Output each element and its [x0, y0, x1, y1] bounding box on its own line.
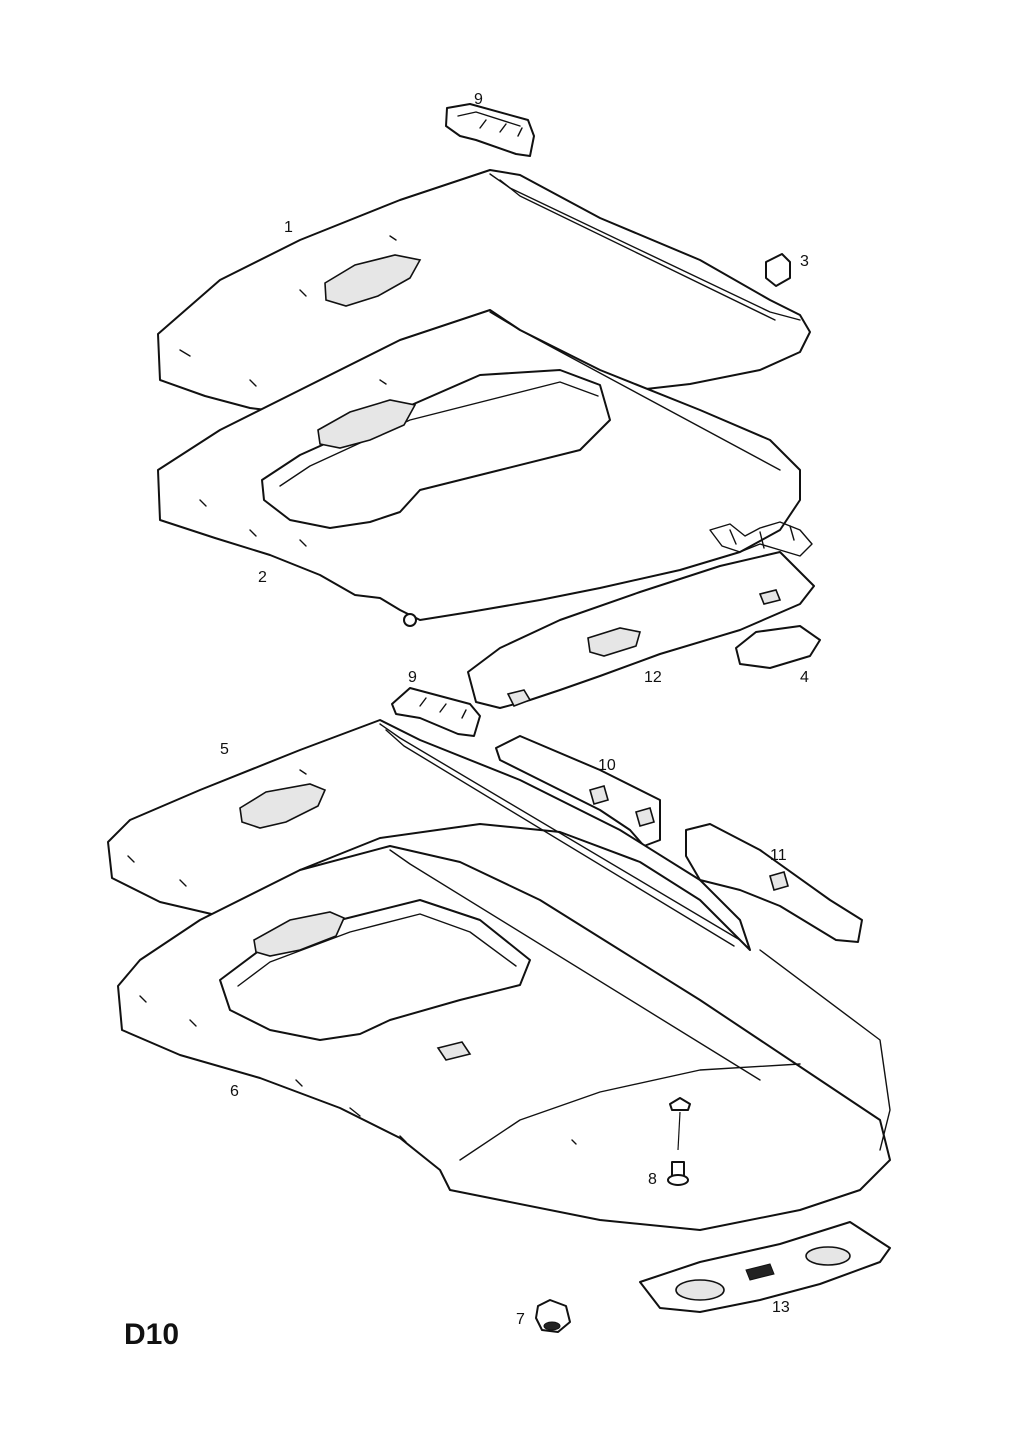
part-3-clip — [765, 253, 791, 287]
part-7-clip — [535, 1299, 571, 1333]
callout-7: 7 — [516, 1311, 525, 1328]
part-13-panel — [639, 1221, 891, 1313]
callout-6: 6 — [230, 1083, 239, 1100]
part-6-headliner-sunroof — [117, 845, 891, 1231]
part-9-clip-top — [445, 103, 535, 157]
part-9-clip-lower — [391, 687, 481, 737]
callout-4: 4 — [800, 669, 809, 686]
callout-13: 13 — [772, 1299, 790, 1316]
callout-12: 12 — [644, 669, 662, 686]
callout-9-lower: 9 — [408, 669, 417, 686]
callout-8: 8 — [648, 1171, 657, 1188]
callout-5: 5 — [220, 741, 229, 758]
part-11-bracket — [685, 823, 863, 943]
wire-harness — [709, 521, 813, 557]
part-8-screw — [667, 1097, 691, 1186]
callout-10: 10 — [598, 757, 616, 774]
page-code: D10 — [124, 1318, 180, 1351]
part-12-panel — [467, 551, 815, 709]
callout-2: 2 — [258, 569, 267, 586]
part-10-bracket — [495, 735, 661, 847]
callout-1: 1 — [284, 219, 293, 236]
callout-11: 11 — [770, 847, 787, 864]
callout-9-top: 9 — [474, 91, 483, 108]
part-2-headliner-sunroof — [157, 309, 801, 627]
part-1-headliner — [157, 169, 811, 421]
part-4-cover — [735, 625, 821, 669]
callout-3: 3 — [800, 253, 809, 270]
